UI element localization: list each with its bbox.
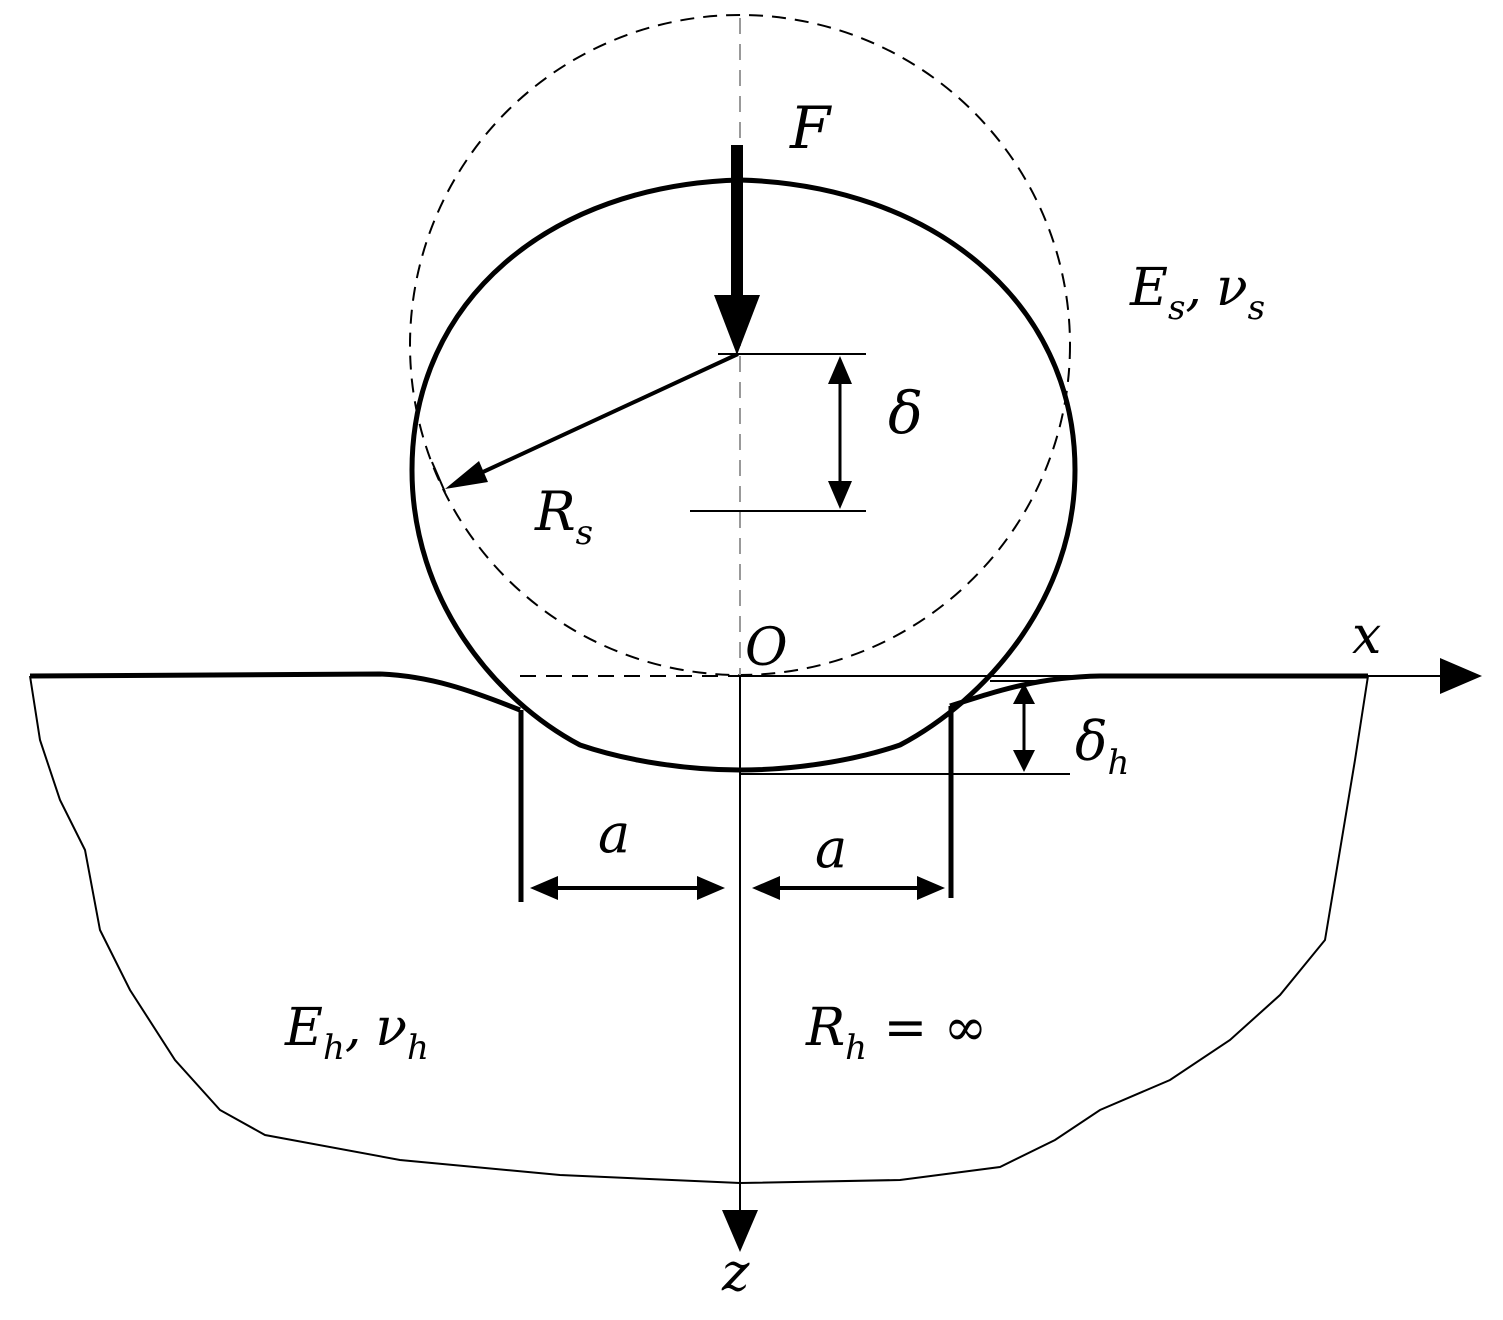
delta-h-arrow-down <box>1013 750 1035 772</box>
half-space-surface-left <box>29 671 521 713</box>
contact-left-label: a <box>598 802 630 865</box>
a-right-arrow-l <box>752 876 780 900</box>
origin-label: O <box>745 618 788 678</box>
radius-tick <box>431 461 446 493</box>
radius-arrowhead <box>445 461 488 489</box>
half-space-material-label: Eh,νh <box>284 998 429 1068</box>
delta-label: δ <box>888 379 923 447</box>
delta-h-label: δh <box>1075 710 1129 783</box>
sphere-radius-label: Rs <box>534 480 593 553</box>
a-left-arrow-r <box>697 876 725 900</box>
force-label: F <box>789 94 832 162</box>
delta-h-arrow-up <box>1013 683 1035 704</box>
half-space-radius-label: Rh = ∞ <box>805 998 987 1068</box>
z-axis-arrowhead <box>722 1210 758 1252</box>
delta-arrow-up <box>828 356 852 384</box>
deformed-sphere-outline <box>409 177 1078 773</box>
delta-arrow-down <box>828 481 852 509</box>
a-right-arrow-r <box>917 876 945 900</box>
contact-right-label: a <box>815 817 847 880</box>
x-axis-label: x <box>1352 606 1381 666</box>
force-arrowhead <box>714 295 760 355</box>
radius-arrow <box>469 352 739 480</box>
z-axis-label: z <box>721 1243 750 1303</box>
half-space-outline <box>29 675 1369 1185</box>
a-left-arrow-l <box>530 876 558 900</box>
sphere-material-label: Es,νs <box>1129 258 1265 328</box>
x-axis-arrowhead <box>1440 658 1482 694</box>
